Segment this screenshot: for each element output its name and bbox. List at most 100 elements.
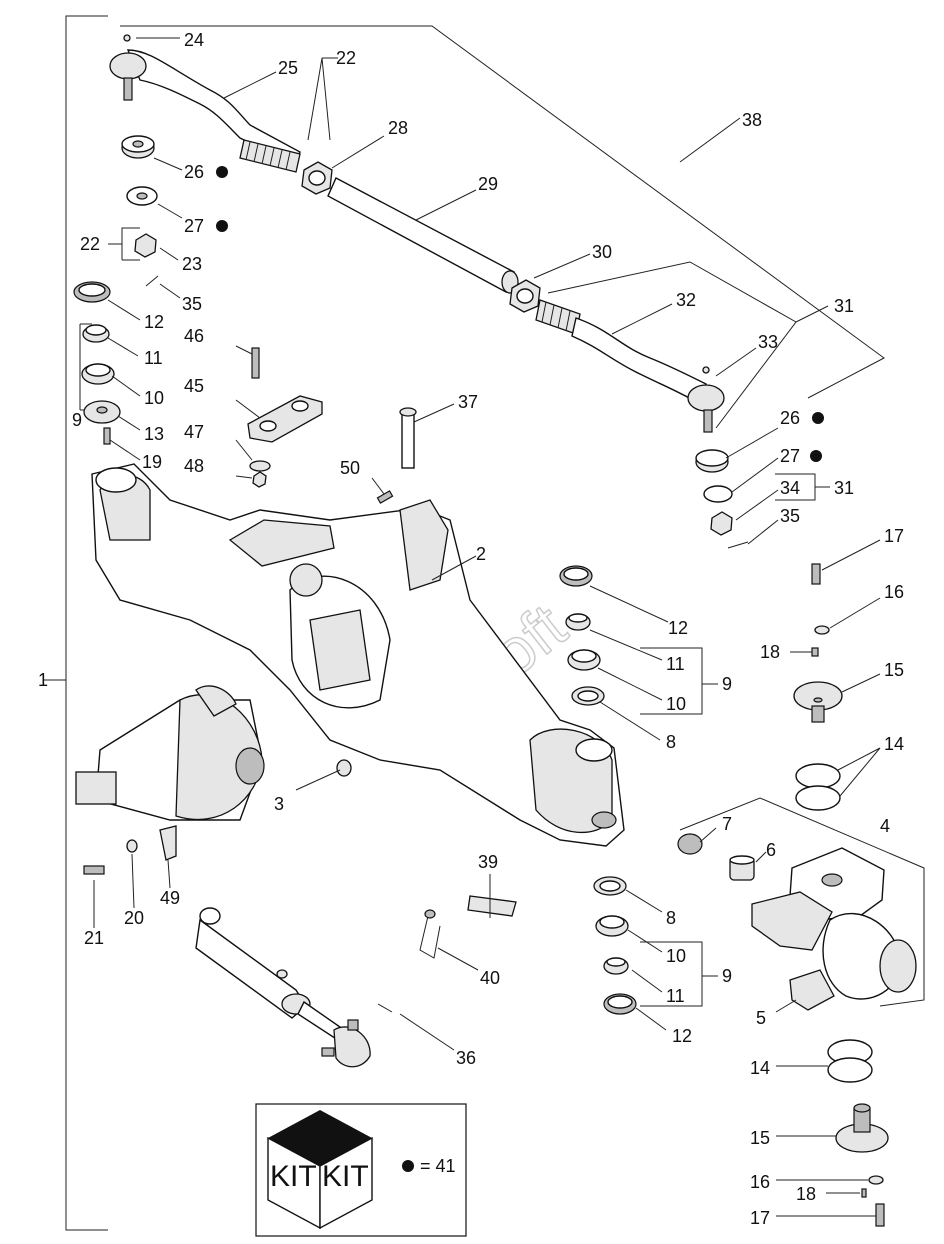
callout-48: 48: [184, 456, 204, 476]
bracket-4: [679, 797, 925, 1007]
bolt-17-upper: [811, 563, 821, 585]
callout-34: 34: [780, 478, 800, 498]
tie-rod-end-left: [109, 49, 301, 165]
pin-35-left: [145, 275, 159, 287]
screw-19: [103, 427, 111, 445]
callout-35-left: 35: [182, 294, 202, 314]
callout-6: 6: [766, 840, 776, 860]
tie-rod-end-right: [535, 299, 725, 433]
callout-17-upper: 17: [884, 526, 904, 546]
shims-14-upper: [795, 763, 841, 811]
washer-26-right: [695, 449, 729, 473]
bushing-11-left: [82, 324, 110, 343]
part-18-lower: [861, 1188, 867, 1198]
callout-31-upper: 31: [834, 296, 854, 316]
bushing-11-mid: [565, 613, 591, 631]
bolt-21: [83, 865, 105, 875]
bolt-50: [376, 490, 394, 504]
callout-24: 24: [184, 30, 204, 50]
callout-19: 19: [142, 452, 162, 472]
callout-2: 2: [476, 544, 486, 564]
assembly-bracket: [65, 15, 108, 1231]
bearing-10-lower: [595, 915, 629, 937]
differential: [75, 685, 265, 821]
washer-27-right: [703, 485, 733, 503]
callout-31-lower: 31: [834, 478, 854, 498]
washer-26-left: [121, 135, 155, 159]
plug-3: [336, 759, 352, 777]
callout-35-right: 35: [780, 506, 800, 526]
nut-23: [134, 233, 157, 258]
pin-35-right: [727, 541, 749, 549]
callout-29: 29: [478, 174, 498, 194]
bracket-22-top: [307, 57, 338, 141]
callout-10-mid: 10: [666, 694, 686, 714]
callout-18-lower: 18: [796, 1184, 816, 1204]
callout-labels: 1 2 3 4 5 6 7 8 8 9 9 9 10 10 10 11 11 1…: [38, 30, 904, 1228]
steering-knuckle: [751, 847, 917, 1011]
steering-cylinder: [195, 907, 371, 1068]
bushing-6: [729, 855, 755, 881]
callout-11-left: 11: [144, 348, 163, 368]
shims-14-lower: [827, 1039, 873, 1083]
nut-30: [509, 279, 541, 313]
callout-25: 25: [278, 58, 298, 78]
callout-20: 20: [124, 908, 144, 928]
callout-8-mid: 8: [666, 732, 676, 752]
callout-12-lower: 12: [672, 1026, 692, 1046]
callout-11-mid: 11: [666, 654, 685, 674]
callout-9-left: 9: [72, 410, 82, 430]
nut-48: [252, 471, 267, 488]
bolt-46: [251, 347, 260, 379]
callout-7: 7: [722, 814, 732, 834]
callout-10-left: 10: [144, 388, 164, 408]
callout-23: 23: [182, 254, 202, 274]
callout-15-upper: 15: [884, 660, 904, 680]
bracket-22-left: [108, 227, 140, 261]
washer-8-lower: [593, 876, 627, 896]
cap-13: [83, 400, 121, 424]
axle-housing: [91, 463, 625, 847]
callout-21: 21: [84, 928, 104, 948]
callout-27-right: 27: [780, 446, 800, 466]
callout-26-right: 26: [780, 408, 800, 428]
callout-45: 45: [184, 376, 204, 396]
part-18-upper: [811, 647, 819, 657]
pin-36: [377, 1003, 393, 1013]
bearing-10-left: [81, 363, 115, 385]
pin-37: [399, 407, 417, 469]
nut-34: [710, 511, 733, 536]
seal-12-lower: [603, 993, 637, 1015]
kit-label-left: KIT: [270, 1160, 317, 1193]
callout-15-lower: 15: [750, 1128, 770, 1148]
callout-30: 30: [592, 242, 612, 262]
callout-4: 4: [880, 816, 890, 836]
washer-20: [126, 839, 138, 853]
grease-nipple-33: [702, 366, 710, 374]
bracket-45: [247, 395, 323, 443]
callout-22-top: 22: [336, 48, 356, 68]
callout-3: 3: [274, 794, 284, 814]
callout-12-mid: 12: [668, 618, 688, 638]
callout-40: 40: [480, 968, 500, 988]
washer-27-left: [126, 186, 158, 206]
threaded-end: [239, 139, 301, 173]
callout-27-left: 27: [184, 216, 204, 236]
callout-47: 47: [184, 422, 204, 442]
callout-17-lower: 17: [750, 1208, 770, 1228]
washer-16-lower: [868, 1175, 884, 1185]
kit-legend-box: KIT KIT = 41: [255, 1103, 467, 1237]
callout-46: 46: [184, 326, 204, 346]
callout-50: 50: [340, 458, 360, 478]
callout-32: 32: [676, 290, 696, 310]
callout-9-lower: 9: [722, 966, 732, 986]
bracket-38: [120, 25, 885, 399]
grease-nipple-24: [123, 34, 131, 42]
plate-39: [467, 895, 517, 917]
pivot-15-lower: [835, 1103, 889, 1153]
callout-11-lower: 11: [666, 986, 685, 1006]
callout-16-upper: 16: [884, 582, 904, 602]
seal-12-mid: [559, 565, 593, 587]
bracket-49: [159, 825, 177, 861]
